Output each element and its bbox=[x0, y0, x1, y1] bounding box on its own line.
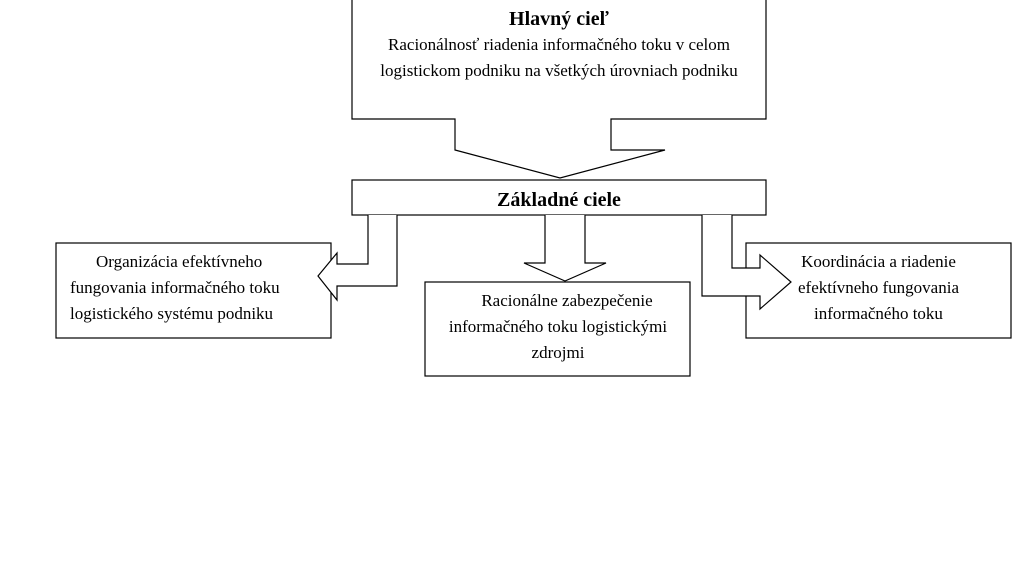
goal-box-right bbox=[745, 242, 1012, 339]
main-goal-box bbox=[351, 0, 767, 179]
main-goal-line-1: Racionálnosť riadenia informačného toku … bbox=[388, 35, 730, 54]
goal-right-line-2: efektívneho fungovania bbox=[798, 278, 959, 297]
goal-right-text: Koordinácia a riadenie efektívneho fungo… bbox=[752, 249, 1005, 327]
basic-goals-title: Základné ciele bbox=[497, 189, 621, 211]
main-goal-title: Hlavný cieľ bbox=[509, 8, 609, 30]
goal-right-line-1: Koordinácia a riadenie bbox=[801, 252, 956, 271]
goal-left-line-2: fungovania informačného toku bbox=[70, 278, 280, 297]
goal-center-line-1: Racionálne zabezpečenie bbox=[481, 291, 653, 310]
goal-center-text: Racionálne zabezpečenie informačného tok… bbox=[432, 288, 684, 366]
goal-right-line-3: informačného toku bbox=[814, 304, 943, 323]
goal-center-line-2: informačného toku logistickými bbox=[448, 317, 668, 336]
goal-left-line-3: logistického systému podniku bbox=[70, 304, 274, 323]
goal-box-center bbox=[424, 281, 691, 377]
goal-left-text: Organizácia efektívneho fungovania infor… bbox=[70, 249, 318, 327]
basic-goals-box bbox=[351, 179, 767, 216]
main-goal-line-2: logistickom podniku na všetkých úrovniac… bbox=[380, 61, 738, 80]
arrow-center bbox=[523, 215, 607, 282]
arrow-left bbox=[317, 215, 398, 302]
goal-center-line-3: zdrojmi bbox=[531, 343, 585, 362]
goal-left-line-1: Organizácia efektívneho bbox=[96, 252, 263, 271]
main-goal-text: Hlavný cieľ Racionálnosť riadenia inform… bbox=[352, 6, 766, 84]
arrow-right bbox=[701, 215, 792, 311]
